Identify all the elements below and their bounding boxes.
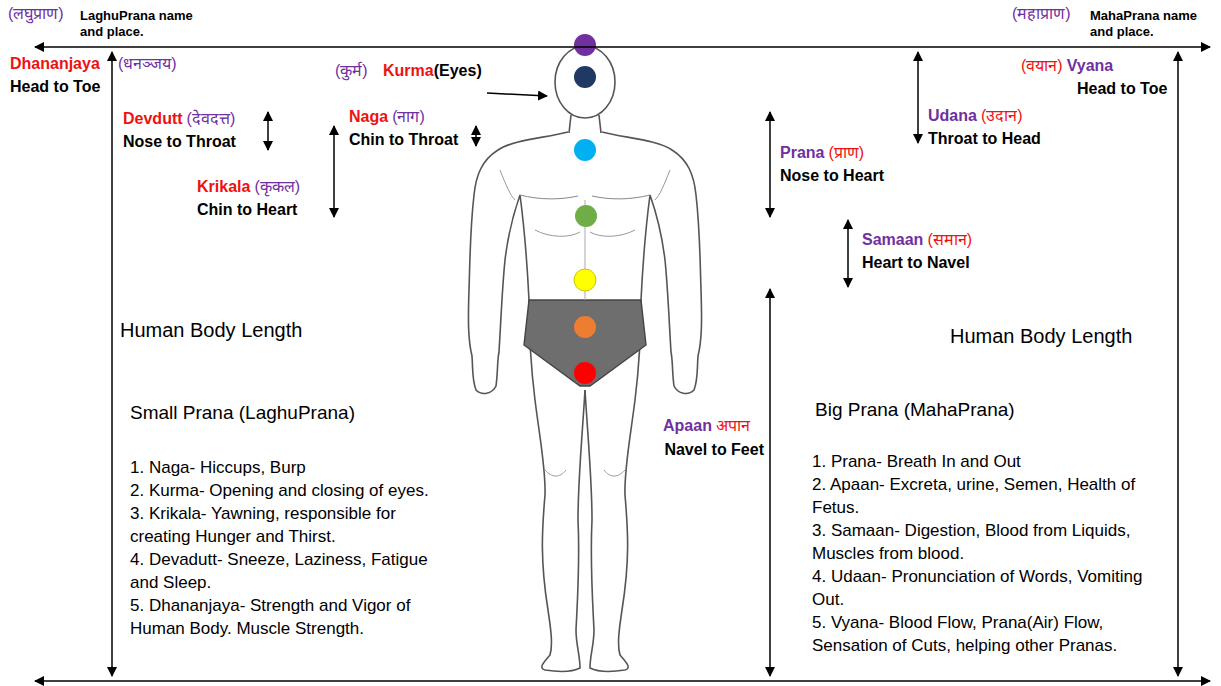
prana-name: Krikala <box>197 177 250 197</box>
prana-name: Naga <box>349 107 388 127</box>
sanskrit-name: (प्राण) <box>828 143 864 163</box>
list-item: 4. Udaan- Pronunciation of Words, Vomiti… <box>812 565 1168 611</box>
axis-label: Human Body Length <box>120 318 302 343</box>
list-item: 3. Krikala- Yawning, responsible for cre… <box>130 502 460 548</box>
sanskrit-name: (नाग) <box>392 107 425 127</box>
section-heading: Small Prana (LaghuPrana) <box>130 401 355 425</box>
human-figure <box>468 46 701 671</box>
section-heading: Big Prana (MahaPrana) <box>815 398 1015 422</box>
sanskrit-name: (वयान) <box>1021 56 1063 76</box>
body-range: Navel to Feet <box>664 440 764 460</box>
prana-name: Kurma <box>383 61 434 81</box>
sanskrit-heading: (महाप्राण) <box>1012 4 1071 24</box>
list-item: 2. Kurma- Opening and closing of eyes. <box>130 479 460 502</box>
prana-name: Prana <box>780 143 824 163</box>
body-range: Chin to Throat <box>349 130 458 150</box>
sanskrit-name: अपान <box>716 416 750 436</box>
body-range: Head to Toe <box>1077 79 1167 99</box>
list-item: 4. Devadutt- Sneeze, Laziness, Fatigue a… <box>130 548 460 594</box>
body-range: Throat to Head <box>928 129 1041 149</box>
sanskrit-name: (देवदत्त) <box>187 109 236 129</box>
sanskrit-name: (कुर्म) <box>335 61 368 81</box>
list-item: 5. Dhananjaya- Strength and Vigor of Hum… <box>130 594 460 640</box>
axis-label: Human Body Length <box>950 324 1132 349</box>
prana-name: Samaan <box>862 230 923 250</box>
list-item: 3. Samaan- Digestion, Blood from Liquids… <box>812 519 1168 565</box>
prana-name: Devdutt <box>123 109 183 129</box>
corner-note: MahaPrana name and place. <box>1090 8 1215 41</box>
body-range: Nose to Throat <box>123 132 236 152</box>
sanskrit-heading: (लघुप्राण) <box>8 4 64 24</box>
prana-name: Apaan <box>663 416 712 436</box>
corner-note: LaghuPrana name and place. <box>80 8 205 41</box>
list-item: 1. Naga- Hiccups, Burp <box>130 456 460 479</box>
body-range: Head to Toe <box>10 77 100 97</box>
body-range: Heart to Navel <box>862 253 970 273</box>
body-range: Nose to Heart <box>780 166 884 186</box>
body-range: Chin to Heart <box>197 200 297 220</box>
chakra-dots <box>574 34 597 384</box>
list-item: 5. Vyana- Blood Flow, Prana(Air) Flow, S… <box>812 611 1168 657</box>
list-item: 1. Prana- Breath In and Out <box>812 450 1168 473</box>
list-item: 2. Apaan- Excreta, urine, Semen, Health … <box>812 473 1168 519</box>
prana-name: Dhananjaya <box>10 54 100 74</box>
prana-name: Vyana <box>1067 56 1114 76</box>
sanskrit-name: (धनञ्जय) <box>118 54 177 74</box>
sanskrit-name: (उदान) <box>981 106 1023 126</box>
prana-name: Udana <box>928 106 977 126</box>
body-part: (Eyes) <box>434 61 482 81</box>
sanskrit-name: (समान) <box>927 230 972 250</box>
sanskrit-name: (कृकल) <box>254 177 300 197</box>
range-arrows <box>35 47 1210 681</box>
